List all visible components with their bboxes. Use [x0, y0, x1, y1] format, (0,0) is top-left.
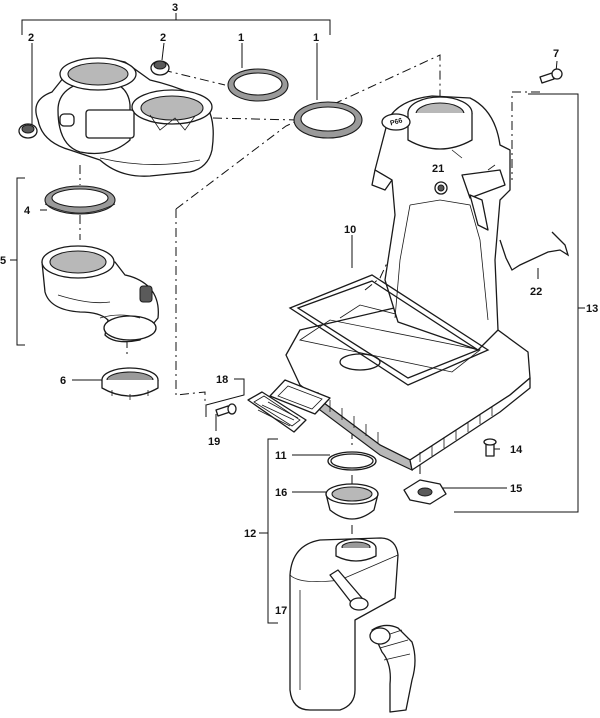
callout-2-left: 2 — [28, 32, 34, 44]
callout-14: 14 — [510, 444, 523, 456]
callout-10: 10 — [344, 224, 356, 236]
hose-part-17 — [369, 624, 416, 713]
callout-18: 18 — [216, 374, 228, 386]
air-cleaner-housing-part-13 — [285, 95, 531, 471]
wire-clip-part-22 — [499, 231, 570, 271]
callout-13: 13 — [586, 303, 598, 315]
gasket-part-10 — [288, 274, 490, 386]
callout-4: 4 — [24, 205, 31, 217]
callout-11: 11 — [275, 450, 287, 462]
bracket-13 — [454, 93, 579, 513]
bracket-12 — [267, 438, 278, 624]
callout-15: 15 — [510, 483, 522, 495]
cap-part-2-left — [18, 123, 38, 139]
callout-6: 6 — [60, 375, 66, 387]
callout-16: 16 — [275, 487, 287, 499]
elbow-duct-part-5 — [41, 245, 159, 343]
cup-part-16 — [325, 483, 379, 520]
seal-ring-part-1-a — [227, 68, 289, 102]
housing-stamp-text: P66 — [389, 117, 403, 127]
callout-19: 19 — [208, 436, 220, 448]
o-ring-part-11 — [327, 451, 377, 471]
nut-part-15 — [403, 479, 447, 505]
bracket-3 — [21, 13, 331, 35]
callout-7: 7 — [553, 48, 559, 60]
reservoir-tank-part-12 — [289, 537, 399, 711]
callout-5: 5 — [0, 255, 6, 267]
screw-part-14 — [483, 438, 497, 457]
bracket-part-18 — [247, 379, 331, 433]
callout-21: 21 — [432, 163, 444, 175]
seal-ring-part-4 — [44, 185, 116, 215]
screw-part-7 — [539, 68, 563, 84]
cap-part-2-right — [150, 60, 170, 76]
bracket-5 — [16, 177, 25, 346]
air-duct-housing-part-3 — [35, 57, 214, 177]
callout-22: 22 — [530, 286, 542, 298]
callout-1-left: 1 — [238, 32, 244, 44]
callout-3: 3 — [172, 2, 178, 14]
callout-1-right: 1 — [313, 32, 319, 44]
callout-2-right: 2 — [160, 32, 166, 44]
screw-part-19 — [215, 403, 237, 417]
seal-ring-part-1-b — [293, 101, 363, 139]
callout-12: 12 — [244, 528, 256, 540]
callout-17: 17 — [275, 605, 287, 617]
clamp-ring-part-6 — [101, 367, 159, 400]
